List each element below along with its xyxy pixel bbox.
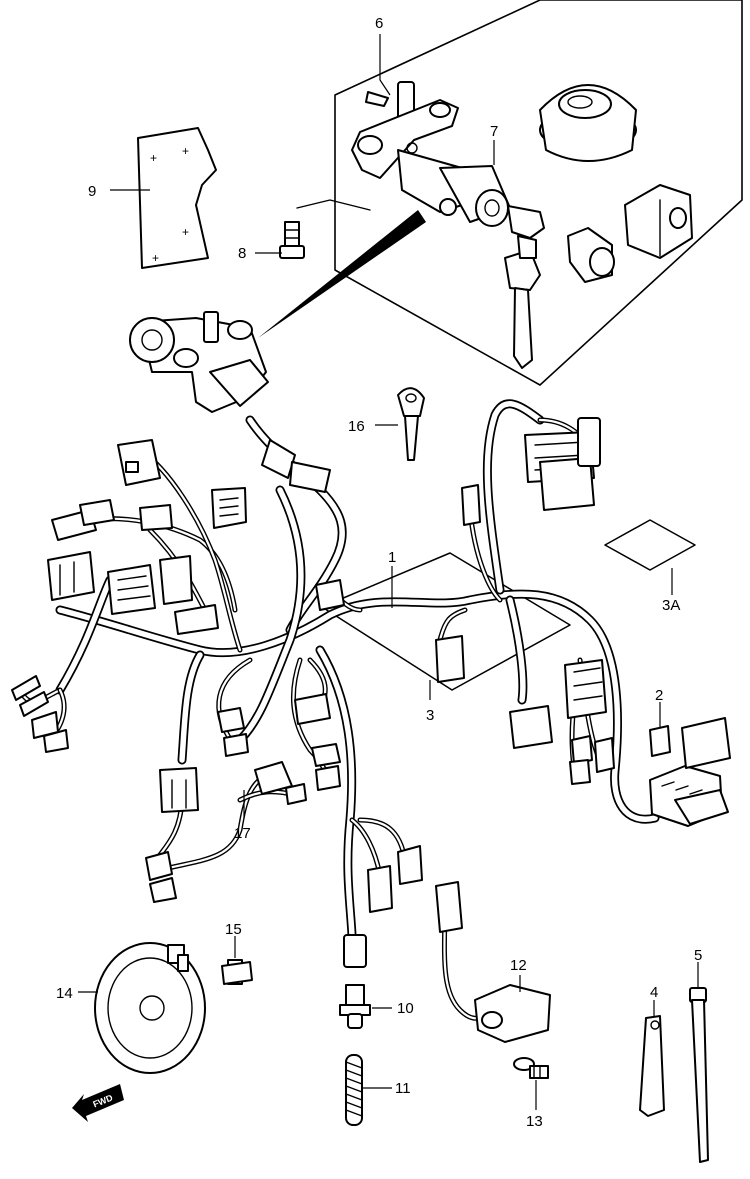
callout-4: 4: [650, 984, 658, 1001]
neutral-switch-10: [339, 934, 371, 1029]
callout-9: 9: [88, 183, 96, 200]
callout-15: 15: [225, 921, 242, 938]
callout-8: 8: [238, 245, 246, 262]
callout-labels: 6 7 9 8 16 1 3A 2 3 17 15 12 4 5 14 10 1…: [56, 15, 702, 1130]
svg-text:+: +: [182, 225, 189, 239]
clamp-4: [639, 1015, 665, 1117]
ignition-switch-assembly: [351, 81, 511, 227]
spring-11: [345, 1054, 363, 1126]
callout-6: 6: [375, 15, 383, 32]
callout-1: 1: [388, 549, 396, 566]
callout-13: 13: [526, 1113, 543, 1130]
seat-lock: [624, 184, 693, 259]
cable-tie-5: [689, 987, 709, 1163]
lock-cylinder: [567, 227, 615, 283]
harness-connectors: [11, 417, 731, 913]
label-sheet-3a: [604, 519, 696, 571]
callout-10: 10: [397, 1000, 414, 1017]
key-set: [504, 205, 545, 369]
key-16: [397, 387, 425, 461]
fuse-2: [649, 725, 671, 757]
callout-17: 17: [234, 825, 251, 842]
leader-lines: [78, 34, 699, 1110]
callout-3: 3: [426, 707, 434, 724]
nut-15: [221, 959, 253, 985]
svg-text:+: +: [182, 144, 189, 158]
sensor-12: [435, 881, 551, 1043]
screw-13: [513, 1057, 549, 1079]
horn-14: [94, 942, 206, 1074]
main-wiring-harness: [55, 399, 660, 940]
callout-2: 2: [655, 687, 663, 704]
svg-text:+: +: [152, 251, 159, 265]
ignition-cap: [539, 84, 637, 162]
mounting-plate: + + + +: [137, 127, 217, 269]
callout-11: 11: [395, 1080, 411, 1097]
callout-3a: 3A: [662, 597, 680, 614]
callout-14: 14: [56, 985, 73, 1002]
svg-text:+: +: [150, 151, 157, 165]
ignition-switch-installed: [129, 311, 269, 413]
forward-direction-badge: FWD: [72, 1084, 124, 1122]
ignition-switch-kit-box: [258, 0, 743, 386]
callout-7: 7: [490, 123, 498, 140]
callout-12: 12: [510, 957, 527, 974]
callout-16: 16: [348, 418, 365, 435]
harness-sheet: [321, 552, 571, 691]
bolt-8: [279, 199, 371, 259]
callout-5: 5: [694, 947, 702, 964]
